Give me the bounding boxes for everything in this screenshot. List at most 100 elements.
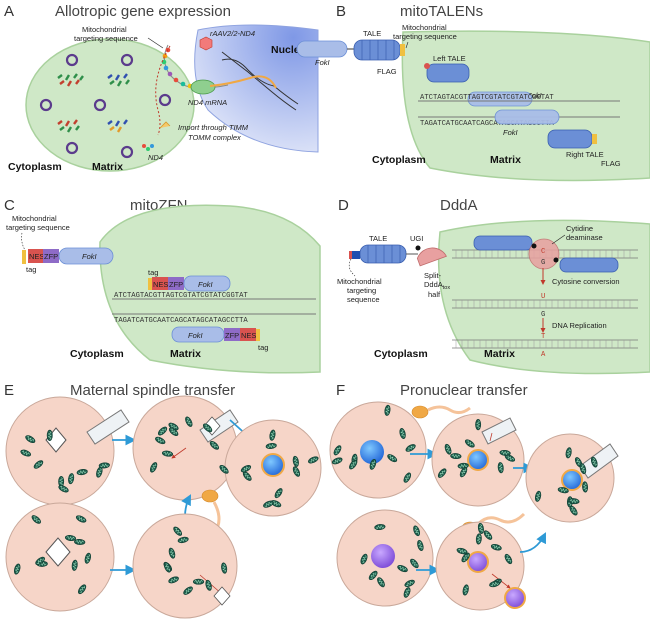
panel-b-letter: B (336, 3, 346, 20)
pronucleus-f3 (561, 469, 583, 491)
split-dddatox-shape (416, 247, 447, 267)
pronucleus-f1 (360, 440, 384, 464)
mts-block-d (352, 251, 360, 259)
cytoplasm-label-d: Cytoplasm (374, 348, 428, 360)
seq-top-c: ATCTAGTACGTTAGTCGTATCGTATCGGTAT (114, 292, 248, 300)
egg-f5 (435, 521, 525, 611)
left-tale-bound (426, 63, 470, 83)
nes-free-c (28, 249, 43, 263)
mrna-label: ND4 mRNA (188, 98, 227, 107)
deaminase-label-1: Cytidine (566, 224, 593, 233)
tale-bound-top-d (473, 235, 533, 251)
foki-label-b: FokI (315, 58, 330, 67)
matrix-label-a: Matrix (92, 161, 123, 173)
foki-bottom-label-b: FokI (503, 128, 518, 137)
mitochondrion-icon (46, 429, 53, 442)
ribosome-icon (190, 79, 216, 95)
mts-tip-d (349, 251, 352, 259)
tale-label-b: TALE (363, 29, 381, 38)
mitochondrion-icon (581, 481, 589, 493)
nes-bottom-label-c: NES (241, 331, 256, 340)
tale-bound-bottom-d (559, 257, 619, 273)
right-tale-label: Right TALE (566, 150, 604, 159)
egg-e4 (5, 502, 115, 612)
tag-label-c: tag (26, 265, 36, 274)
foki-label-c: FokI (82, 252, 97, 261)
mitochondrion-icon (73, 538, 86, 546)
mitochondrion-icon (450, 452, 462, 460)
base-a: A (541, 351, 546, 359)
split-label-1: Split- (424, 271, 442, 280)
raav-label: rAAV2/2-ND4 (210, 29, 255, 38)
matrix-label-d: Matrix (484, 348, 515, 360)
deaminase-blob (528, 238, 560, 270)
tale-repeats-d (367, 245, 401, 263)
ugi-dot-bound-2 (553, 257, 559, 263)
mts-label-c-2: targeting sequence (6, 223, 70, 232)
panel-b: B mitoTALENs FokI TALE FLAG Mitochondria… (296, 3, 650, 182)
split-label-2-main: DddA (424, 280, 443, 289)
panel-a: A Allotropic gene expression Nucleus rAA… (4, 3, 319, 173)
egg-f1 (329, 401, 427, 499)
ugi-label: UGI (410, 234, 423, 243)
base-c: C (541, 248, 546, 256)
panel-e-title: Maternal spindle transfer (70, 382, 235, 399)
panel-a-title: Allotropic gene expression (55, 3, 231, 20)
nuclear-dna (221, 51, 297, 111)
flag-right-label: FLAG (601, 159, 621, 168)
dna-ladder-d-2 (452, 299, 638, 309)
dna-ladder-d-3 (452, 339, 638, 349)
conversion-label: Cytosine conversion (552, 277, 620, 286)
base-g2: G (541, 311, 545, 319)
egg-f2 (431, 413, 525, 507)
cytoplasm-label-c: Cytoplasm (70, 348, 124, 360)
left-tale-label: Left TALE (433, 54, 466, 63)
tale-domain-d (359, 244, 407, 264)
foki-free-c (58, 247, 114, 265)
panel-b-title: mitoTALENs (400, 3, 483, 20)
mts-label-a-1: Mitochondrial (82, 25, 127, 34)
import-complex-icon (159, 121, 171, 129)
import-label-1: Import through TIMM (178, 123, 249, 132)
pronucleus-f4 (371, 544, 395, 568)
panel-d: D DddA TALE UGI Split- DddAtox half Mito… (337, 197, 650, 375)
tag-top-label-c: tag (148, 268, 158, 277)
zfp-free-c (43, 249, 59, 263)
split-label-3: half (428, 290, 441, 299)
deaminase-label-2: deaminase (566, 233, 603, 242)
base-g: G (541, 259, 545, 267)
deaminase-leader (551, 234, 566, 245)
mts-leader-b (405, 41, 409, 49)
base-t: T (541, 333, 546, 341)
mrna-strand (209, 75, 277, 89)
mts-label-d-3: sequence (347, 295, 380, 304)
tag-bottom-label-c: tag (258, 343, 268, 352)
foki-top-label-b: FokI (527, 91, 542, 100)
panel-f-title: Pronuclear transfer (400, 382, 528, 399)
foki-domain-b (296, 40, 348, 58)
arrow-f4 (519, 532, 546, 553)
seq-top-b: ATCTAGTACGTTAGTCGTATCGTATCGGTAT (420, 94, 554, 102)
panel-c-letter: C (4, 197, 15, 214)
panel-d-title: DddA (440, 197, 478, 214)
raav-capsid-icon (199, 36, 213, 51)
nes-top-label-c: NES (153, 280, 168, 289)
panel-a-letter: A (4, 3, 14, 20)
panel-e-letter: E (4, 382, 14, 399)
mts-label-b-2: targeting sequence (393, 32, 457, 41)
pronucleus-f5 (467, 551, 489, 573)
mts-leader-c (21, 232, 27, 253)
sperm-f1 (411, 405, 471, 419)
tag-bottom-c (256, 329, 260, 341)
enucleation-arrow (171, 447, 187, 459)
cytoplasm-label-a: Cytoplasm (8, 161, 62, 173)
nuclear-dna-strand (221, 58, 299, 105)
flag-label-b: FLAG (377, 67, 397, 76)
import-path (155, 45, 171, 136)
egg-e3 (224, 419, 322, 517)
seq-bottom-c: TAGATCATGCAATCAGCATAGCATAGCCTTA (114, 317, 248, 325)
panel-d-letter: D (338, 197, 349, 214)
mts-label-b-1: Mitochondrial (402, 23, 447, 32)
foki-top-b (467, 91, 533, 107)
